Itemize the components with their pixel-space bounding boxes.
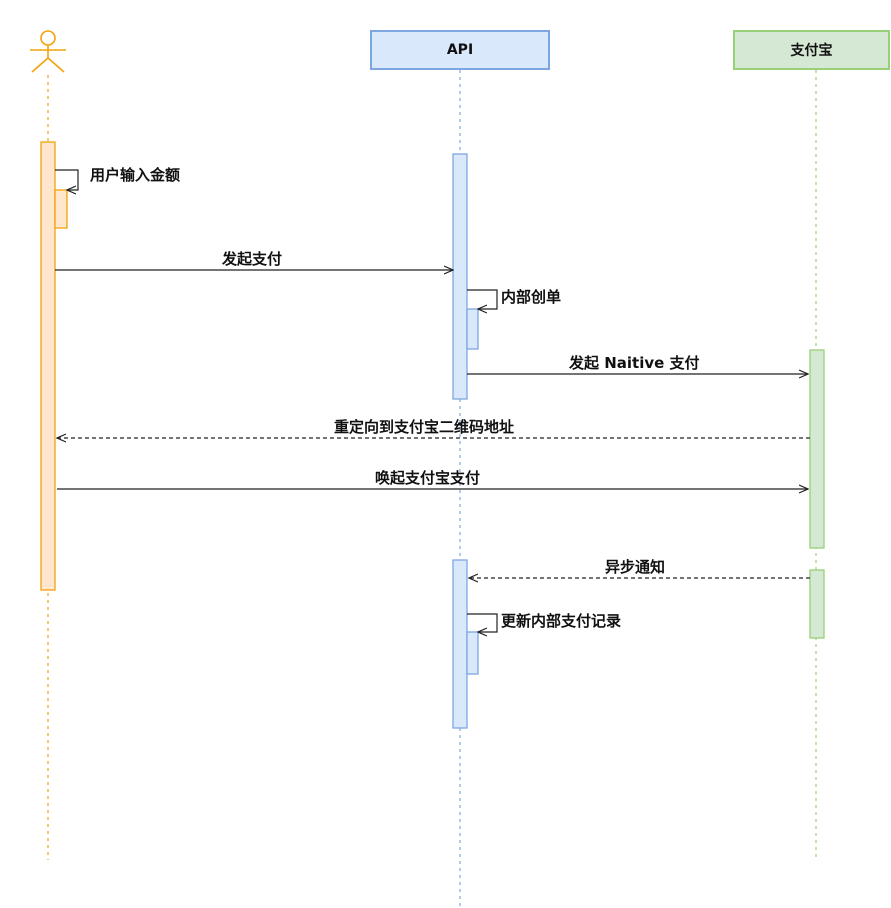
- msg-invoke-alipay-label: 唤起支付宝支付: [375, 469, 481, 487]
- api-self-activation-2: [466, 631, 479, 675]
- msg-user-input-amount-label: 用户输入金额: [90, 166, 181, 184]
- user-activation-bar: [40, 141, 56, 591]
- actor-icon: [30, 30, 66, 73]
- alipay-participant-label: 支付宝: [790, 43, 833, 59]
- alipay-participant-box: 支付宝: [733, 30, 890, 70]
- msg-async-notify-label: 异步通知: [605, 558, 666, 576]
- msg-redirect-qr-label: 重定向到支付宝二维码地址: [334, 418, 515, 436]
- alipay-activation-bar-1: [809, 349, 825, 549]
- alipay-activation-bar-2: [809, 569, 825, 639]
- msg-api-update-record-arrow: [467, 613, 498, 632]
- msg-initiate-payment-label: 发起支付: [222, 250, 283, 268]
- api-participant-box: API: [370, 30, 550, 70]
- msg-api-create-order-arrow: [467, 289, 498, 309]
- msg-update-record-label: 更新内部支付记录: [501, 612, 622, 630]
- msg-create-order-label: 内部创单: [501, 288, 562, 306]
- api-self-activation-1: [466, 308, 479, 350]
- api-activation-bar-2: [452, 559, 468, 729]
- user-self-activation: [54, 189, 68, 229]
- api-activation-bar-1: [452, 153, 468, 400]
- msg-user-self-arrow: [55, 169, 79, 190]
- msg-native-payment-label: 发起 Naitive 支付: [569, 354, 700, 372]
- api-participant-label: API: [446, 42, 474, 58]
